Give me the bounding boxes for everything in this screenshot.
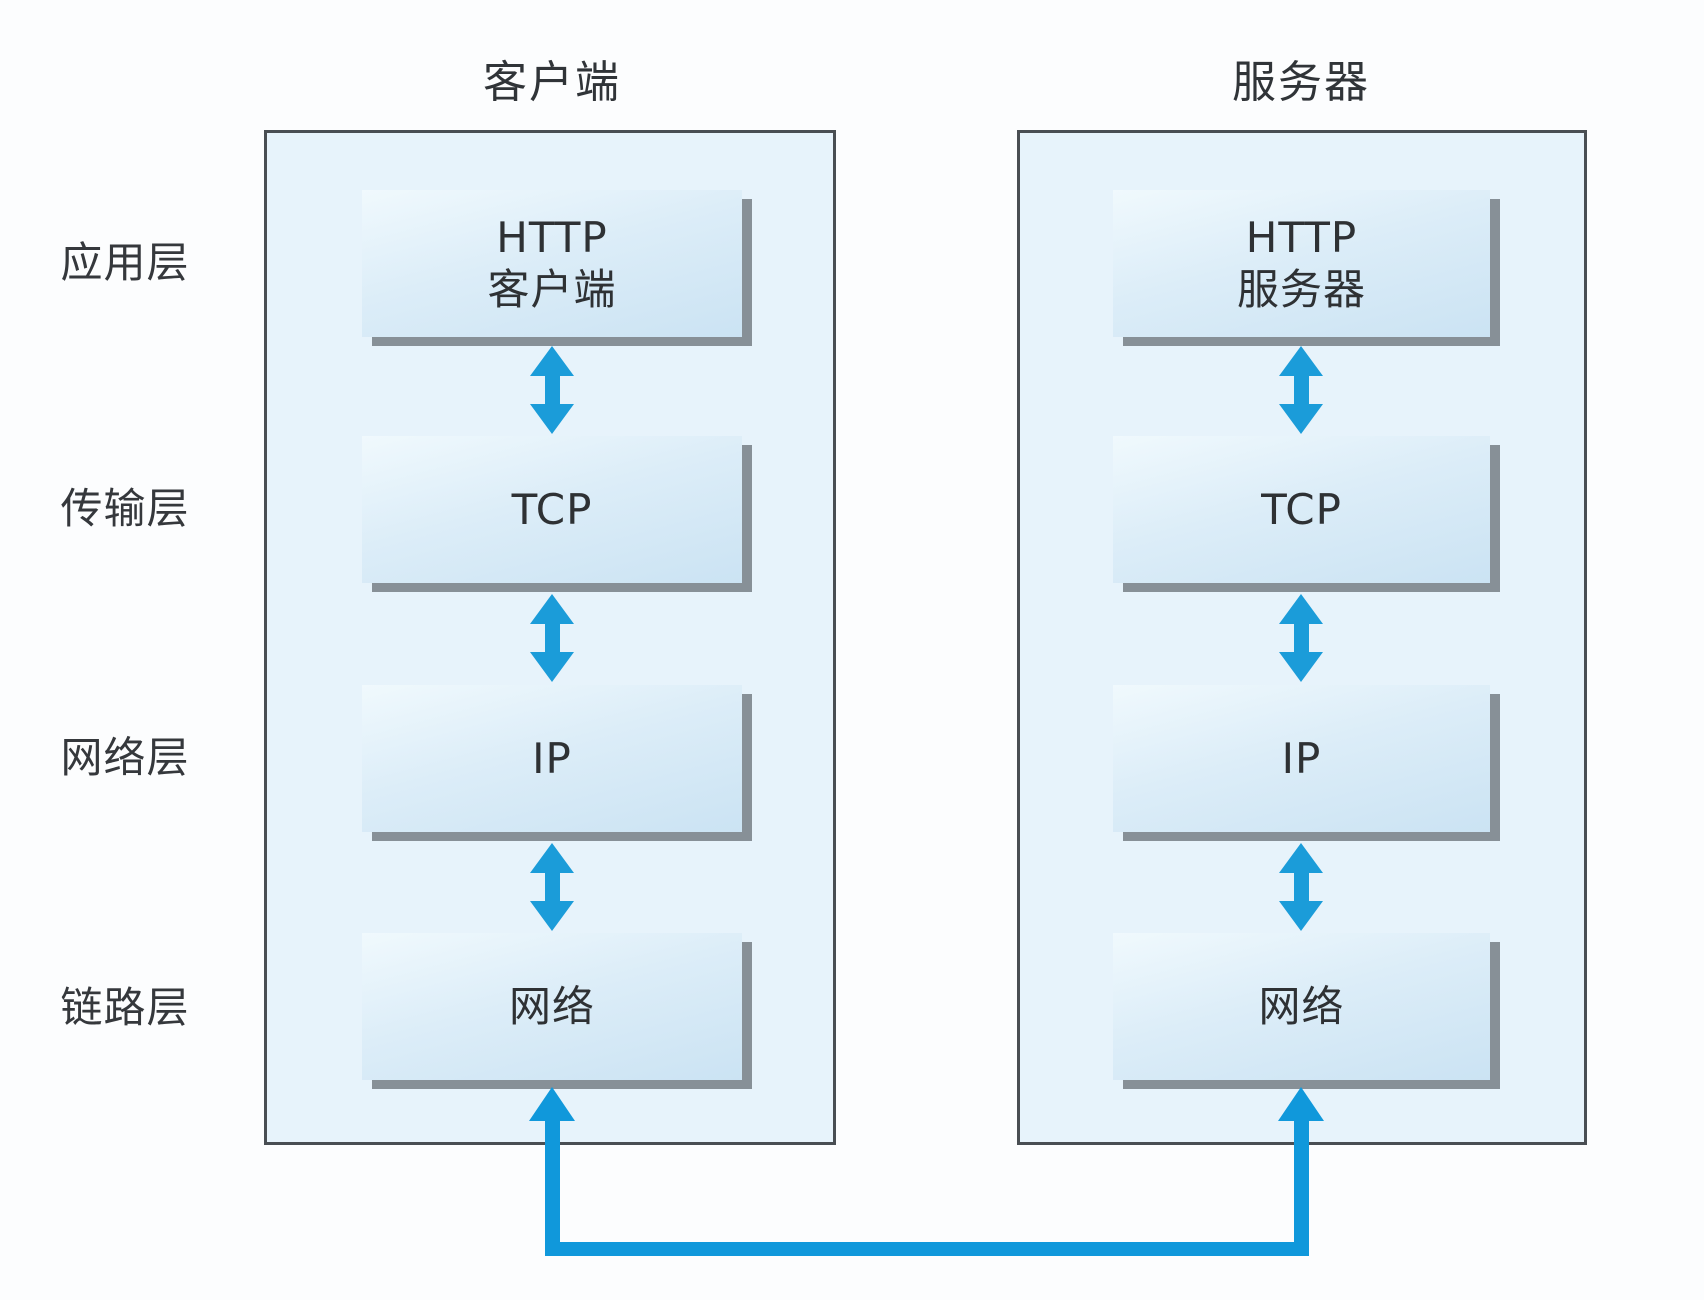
arrow-down-icon (530, 652, 574, 682)
connector-horizontal (545, 1242, 1309, 1256)
arrow-down-icon (1279, 901, 1323, 931)
client-column-title: 客户端 (483, 57, 621, 108)
arrow-up-icon (1279, 346, 1323, 376)
server-ip-label: IP (1281, 733, 1322, 783)
arrow-shaft (1293, 376, 1309, 404)
client-ip-label: IP (532, 733, 572, 783)
client-http-label-line1: HTTP (496, 212, 608, 262)
client-arrow-network-link-icon (530, 843, 574, 931)
server-link-box: 网络 (1113, 933, 1490, 1080)
server-http-label-line1: HTTP (1245, 212, 1358, 262)
arrow-down-icon (1279, 404, 1323, 434)
arrow-up-icon (1279, 843, 1323, 873)
arrow-shaft (544, 376, 560, 404)
server-tcp-box: TCP (1113, 436, 1490, 583)
connector-arrowhead-client-icon (529, 1087, 575, 1121)
layer-label-network: 网络层 (60, 733, 190, 782)
server-arrow-app-transport-icon (1279, 346, 1323, 434)
arrow-down-icon (1279, 652, 1323, 682)
server-http-box: HTTP 服务器 (1113, 190, 1490, 337)
arrow-up-icon (530, 346, 574, 376)
layer-label-link: 链路层 (60, 983, 190, 1032)
client-link-label: 网络 (508, 981, 595, 1031)
server-link-label: 网络 (1258, 981, 1345, 1031)
server-tcp-label: TCP (1261, 484, 1342, 534)
arrow-shaft (544, 873, 560, 901)
layer-label-transport: 传输层 (60, 484, 190, 533)
arrow-down-icon (530, 901, 574, 931)
arrow-down-icon (530, 404, 574, 434)
client-tcp-box: TCP (362, 436, 742, 583)
client-http-box: HTTP 客户端 (362, 190, 742, 337)
client-link-box: 网络 (362, 933, 742, 1080)
client-tcp-label: TCP (511, 484, 593, 534)
client-ip-box: IP (362, 685, 742, 832)
arrow-shaft (1293, 873, 1309, 901)
arrow-up-icon (1279, 594, 1323, 624)
server-arrow-network-link-icon (1279, 843, 1323, 931)
arrow-shaft (1293, 624, 1309, 652)
server-column-title: 服务器 (1232, 57, 1370, 108)
connector-arrowhead-server-icon (1278, 1087, 1324, 1121)
server-ip-box: IP (1113, 685, 1490, 832)
server-http-label-line2: 服务器 (1236, 264, 1366, 314)
server-arrow-transport-network-icon (1279, 594, 1323, 682)
connector-vertical-server (1294, 1119, 1309, 1256)
connector-vertical-client (545, 1119, 560, 1256)
layer-label-application: 应用层 (60, 238, 190, 287)
arrow-up-icon (530, 594, 574, 624)
client-arrow-app-transport-icon (530, 346, 574, 434)
client-http-label-line2: 客户端 (487, 264, 617, 314)
arrow-shaft (544, 624, 560, 652)
arrow-up-icon (530, 843, 574, 873)
client-arrow-transport-network-icon (530, 594, 574, 682)
